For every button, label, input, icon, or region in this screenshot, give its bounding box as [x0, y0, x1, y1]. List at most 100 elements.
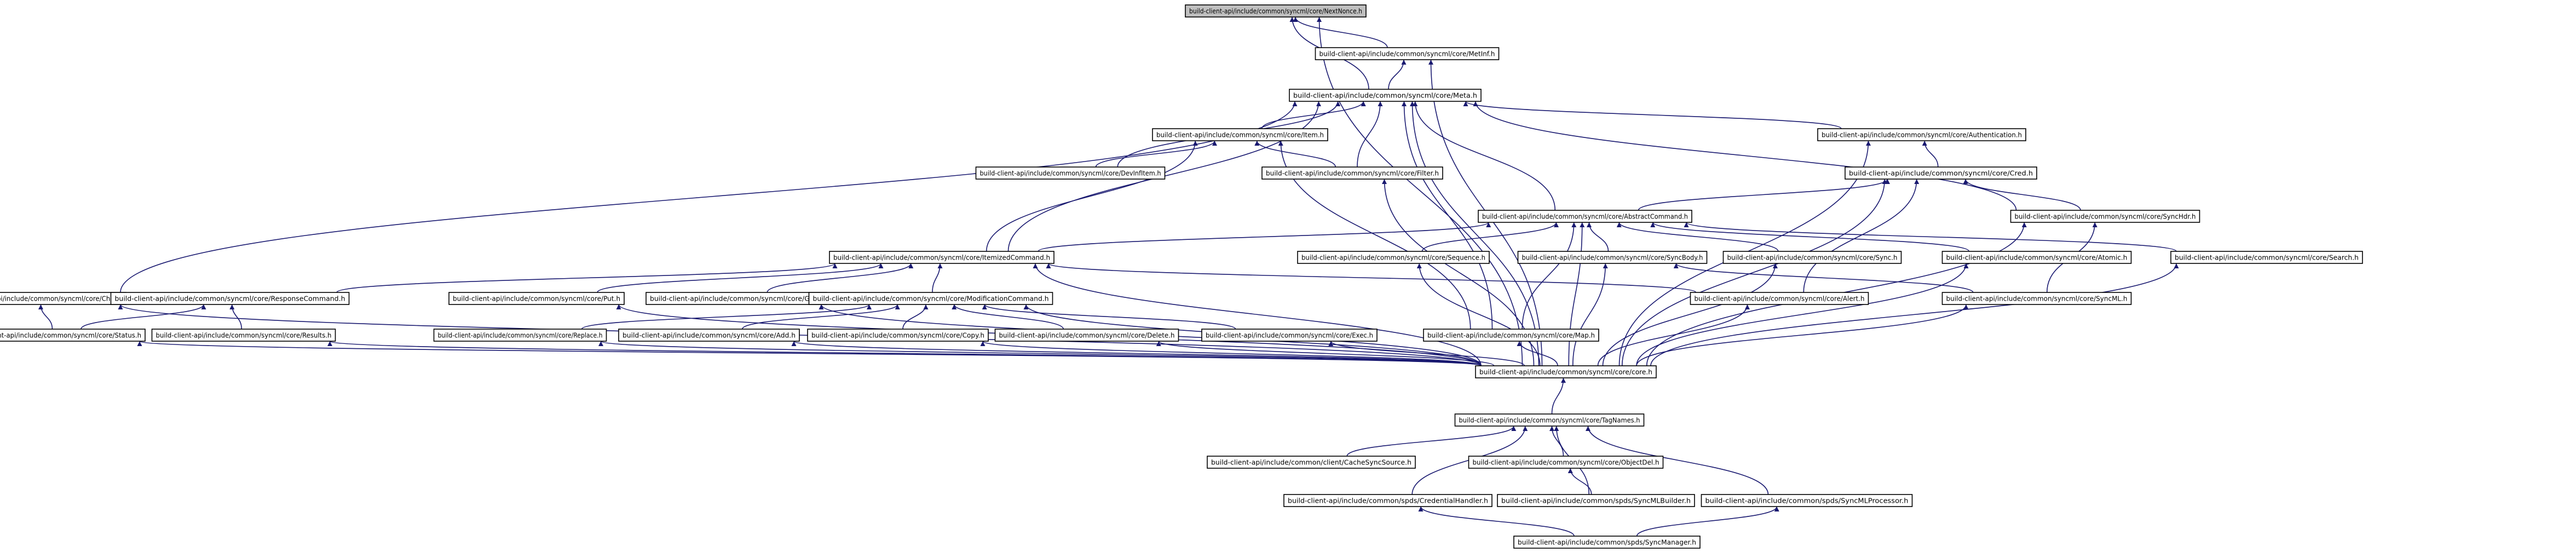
node-response-command[interactable]: build-client-api/include/common/syncml/c…: [110, 292, 350, 305]
node-exec[interactable]: build-client-api/include/common/syncml/c…: [1201, 329, 1378, 342]
node-sync-mlprocessor[interactable]: build-client-api/include/common/spds/Syn…: [1701, 494, 1913, 507]
node-filter[interactable]: build-client-api/include/common/syncml/c…: [1261, 166, 1443, 180]
node-label: build-client-api/include/common/syncml/c…: [1206, 331, 1373, 340]
node-atomic[interactable]: build-client-api/include/common/syncml/c…: [1941, 251, 2132, 264]
edge-Cred-to-SyncHdr: [1963, 179, 2081, 211]
node-sync-manager[interactable]: build-client-api/include/common/spds/Syn…: [1513, 536, 1701, 549]
node-core[interactable]: build-client-api/include/common/syncml/c…: [1475, 365, 1657, 378]
node-box: [1941, 251, 2132, 264]
node-box: [1185, 4, 1367, 18]
node-box: [1701, 494, 1913, 507]
edge-Replace-to-core: [598, 341, 1482, 366]
node-next-nonce[interactable]: build-client-api/include/common/syncml/c…: [1185, 4, 1367, 18]
edge-Chal-to-Status: [38, 304, 53, 330]
node-label: build-client-api/include/common/syncml/c…: [1427, 331, 1595, 340]
edge-Meta-to-AbstractCommand: [1413, 101, 1556, 211]
edge-ItemizedCommand-to-Put: [597, 263, 884, 293]
node-cred[interactable]: build-client-api/include/common/syncml/c…: [1845, 166, 2037, 180]
node-box: [618, 329, 800, 342]
node-status[interactable]: build-client-api/include/common/syncml/c…: [0, 329, 146, 342]
node-object-del[interactable]: build-client-api/include/common/syncml/c…: [1468, 456, 1664, 469]
node-results[interactable]: build-client-api/include/common/syncml/c…: [151, 329, 336, 342]
node-box: [1201, 329, 1378, 342]
node-label: build-client-api/include/common/syncml/c…: [0, 295, 122, 303]
node-box: [1517, 251, 1708, 264]
node-box: [1513, 536, 1701, 549]
edge-SyncBody-to-core: [1572, 263, 1608, 366]
edge-Cred-to-AbstractCommand: [1638, 179, 1890, 211]
node-label: build-client-api/include/common/syncml/c…: [1727, 254, 1898, 262]
node-met-inf[interactable]: build-client-api/include/common/syncml/c…: [1315, 47, 1500, 60]
node-box: [1315, 47, 1500, 60]
edge-ModificationCommand-to-Replace: [581, 304, 872, 330]
node-box: [0, 329, 146, 342]
edge-AbstractCommand-to-SyncBody: [1587, 222, 1609, 252]
edge-Meta-to-Filter: [1357, 101, 1383, 168]
edge-AbstractCommand-to-Search: [1684, 222, 2177, 252]
node-label: build-client-api/include/common/syncml/c…: [2015, 212, 2196, 221]
edge-ModificationCommand-to-Copy: [902, 304, 929, 330]
node-sync-mlbuilder[interactable]: build-client-api/include/common/spds/Syn…: [1497, 494, 1695, 507]
node-label: build-client-api/include/common/syncml/c…: [1946, 254, 2128, 262]
edge-ModificationCommand-to-Delete: [952, 304, 1064, 330]
node-abstract-command[interactable]: build-client-api/include/common/syncml/c…: [1478, 210, 1692, 223]
node-chal[interactable]: build-client-api/include/common/syncml/c…: [0, 292, 126, 305]
edge-ResponseCommand-to-Status: [80, 304, 206, 330]
node-label: build-client-api/include/common/spds/Cre…: [1288, 497, 1488, 505]
node-get[interactable]: build-client-api/include/common/syncml/c…: [646, 292, 827, 305]
node-label: build-client-api/include/common/syncml/c…: [156, 331, 332, 340]
node-label: build-client-api/include/common/syncml/c…: [999, 331, 1175, 340]
edge-Meta-to-core: [1410, 101, 1540, 366]
node-search[interactable]: build-client-api/include/common/syncml/c…: [2170, 251, 2363, 264]
node-credential-handler[interactable]: build-client-api/include/common/spds/Cre…: [1283, 494, 1492, 507]
node-box: [1468, 456, 1664, 469]
node-copy[interactable]: build-client-api/include/common/syncml/c…: [807, 329, 989, 342]
edge-ObjectDel-to-SyncMLBuilder: [1568, 468, 1592, 495]
node-replace[interactable]: build-client-api/include/common/syncml/c…: [433, 329, 607, 342]
edge-Status-to-core: [137, 341, 1482, 366]
edge-CredentialHandler-to-SyncManager: [1418, 506, 1575, 537]
node-box: [994, 329, 1179, 342]
edge-ItemizedCommand-to-Alert: [1046, 263, 1697, 293]
node-add[interactable]: build-client-api/include/common/syncml/c…: [618, 329, 800, 342]
node-box: [1690, 292, 1869, 305]
node-box: [1152, 128, 1328, 141]
edge-Add-to-core: [792, 341, 1482, 366]
edge-Chal-to-core: [118, 304, 1482, 366]
node-modification-command[interactable]: build-client-api/include/common/syncml/c…: [808, 292, 1053, 305]
node-label: build-client-api/include/common/client/C…: [1211, 458, 1411, 467]
node-alert[interactable]: build-client-api/include/common/syncml/c…: [1690, 292, 1869, 305]
edge-Exec-to-core: [1328, 341, 1525, 366]
node-authentication[interactable]: build-client-api/include/common/syncml/c…: [1817, 128, 2026, 141]
edge-AbstractCommand-to-Sync: [1616, 222, 1779, 252]
node-itemized-command[interactable]: build-client-api/include/common/syncml/c…: [829, 251, 1054, 264]
node-map[interactable]: build-client-api/include/common/syncml/c…: [1423, 329, 1599, 342]
node-dev-inf-item[interactable]: build-client-api/include/common/syncml/c…: [975, 166, 1166, 180]
node-meta[interactable]: build-client-api/include/common/syncml/c…: [1289, 89, 1482, 102]
edge-Sync-to-core: [1602, 263, 1778, 366]
node-box: [1497, 494, 1695, 507]
node-put[interactable]: build-client-api/include/common/syncml/c…: [448, 292, 625, 305]
node-tag-names[interactable]: build-client-api/include/common/syncml/c…: [1454, 413, 1645, 427]
node-layer: build-client-api/include/common/syncml/c…: [0, 4, 2363, 549]
node-sync-hdr[interactable]: build-client-api/include/common/syncml/c…: [2010, 210, 2200, 223]
node-sync[interactable]: build-client-api/include/common/syncml/c…: [1722, 251, 1902, 264]
node-sequence[interactable]: build-client-api/include/common/syncml/c…: [1297, 251, 1490, 264]
node-box: [2010, 210, 2200, 223]
edge-AbstractCommand-to-Sequence: [1421, 222, 1559, 252]
node-cache-sync-source[interactable]: build-client-api/include/common/client/C…: [1207, 456, 1416, 469]
node-box: [1261, 166, 1443, 180]
node-label: build-client-api/include/common/syncml/c…: [1695, 295, 1865, 303]
node-box: [975, 166, 1166, 180]
node-label: build-client-api/include/common/syncml/c…: [1482, 212, 1688, 221]
node-label: build-client-api/include/common/syncml/c…: [1156, 131, 1324, 139]
edge-Meta-to-Item: [1261, 101, 1366, 129]
edge-ItemizedCommand-to-core: [1033, 263, 1482, 366]
node-item[interactable]: build-client-api/include/common/syncml/c…: [1152, 128, 1328, 141]
node-label: build-client-api/include/common/syncml/c…: [811, 331, 984, 340]
node-sync-ml[interactable]: build-client-api/include/common/syncml/c…: [1941, 292, 2132, 305]
node-delete[interactable]: build-client-api/include/common/syncml/c…: [994, 329, 1179, 342]
node-sync-body[interactable]: build-client-api/include/common/syncml/c…: [1517, 251, 1708, 264]
node-label: build-client-api/include/common/syncml/c…: [453, 295, 620, 303]
node-label: build-client-api/include/common/spds/Syn…: [1518, 538, 1696, 547]
